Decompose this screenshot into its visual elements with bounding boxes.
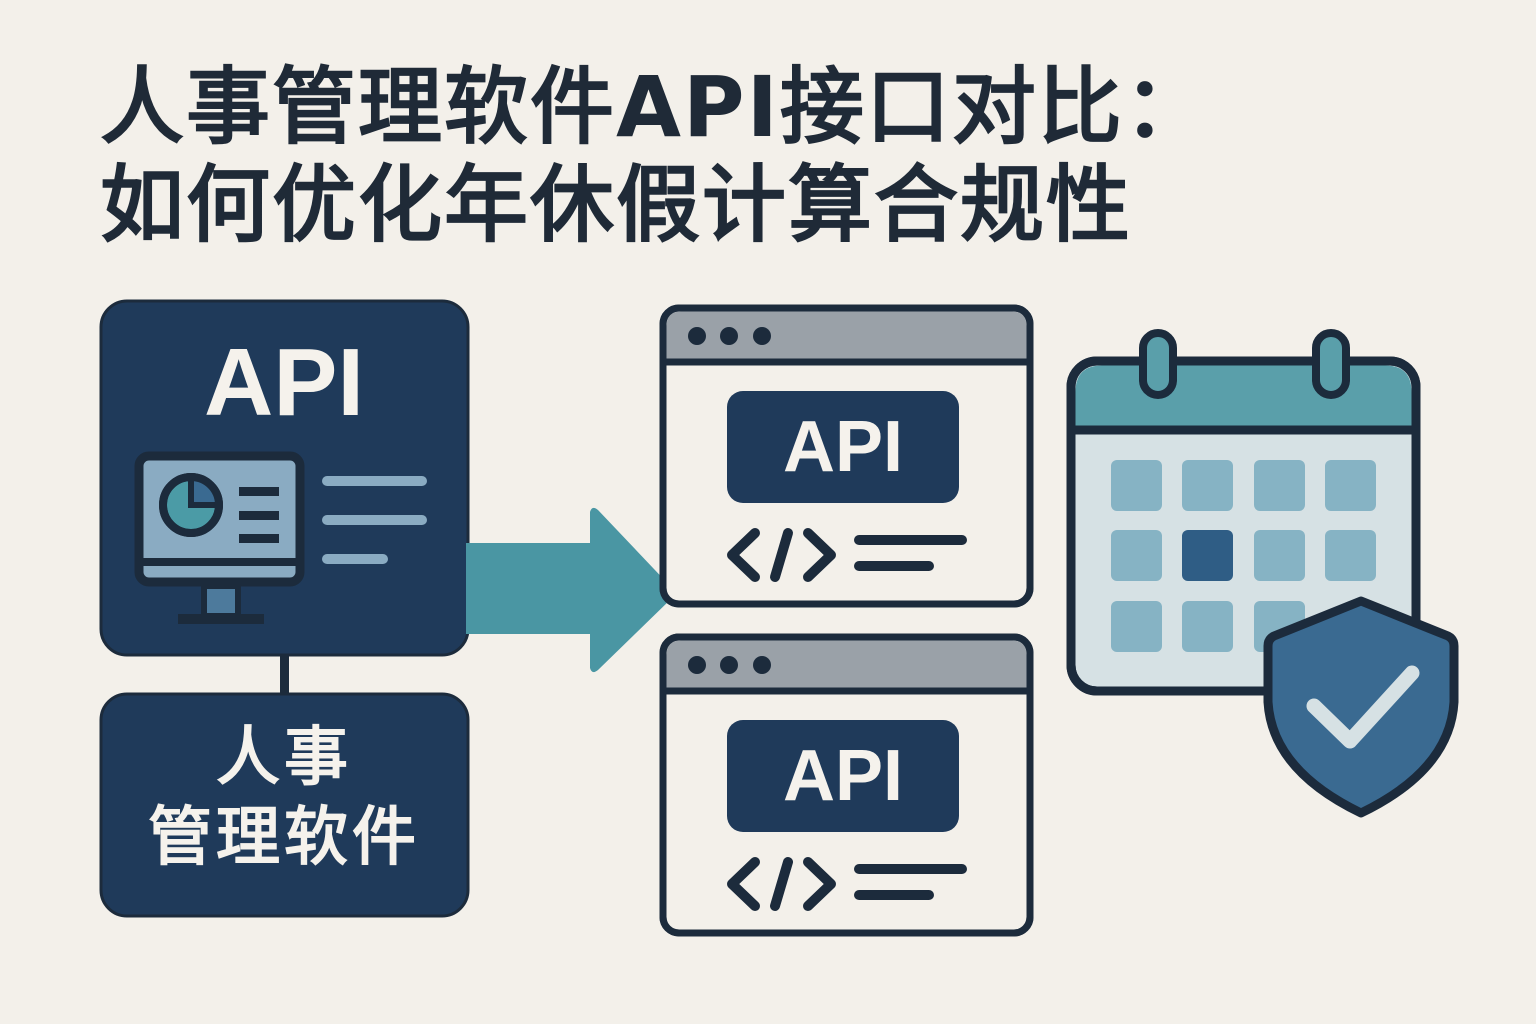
calendar-day-highlighted <box>1182 530 1233 581</box>
hr-api-block <box>99 299 470 657</box>
shield-check-icon <box>1263 596 1459 818</box>
arrow-icon <box>466 507 674 673</box>
calendar-day <box>1111 530 1162 581</box>
code-brackets-icon <box>727 857 967 911</box>
code-brackets-icon <box>727 528 967 582</box>
hr-api-label: API <box>203 329 365 436</box>
api-window-1 <box>659 304 1034 608</box>
calendar-day <box>1111 601 1162 652</box>
hr-software-label: 人事 管理软件 <box>100 718 468 878</box>
hr-software-label-line-1: 人事 <box>216 721 352 795</box>
title-line-1: 人事管理软件API接口对比： <box>100 58 1210 156</box>
calendar-day <box>1254 460 1305 511</box>
text-lines-icon <box>322 476 427 564</box>
hr-software-label-line-2: 管理软件 <box>148 801 420 875</box>
calendar-day <box>1325 530 1376 581</box>
page-title: 人事管理软件API接口对比： 如何优化年休假计算合规性 <box>100 58 1210 254</box>
hr-software-block <box>99 692 470 918</box>
monitor-dashboard-icon <box>134 451 305 624</box>
title-line-2: 如何优化年休假计算合规性 <box>100 156 1133 254</box>
calendar-day <box>1254 530 1305 581</box>
api-window-2 <box>659 633 1034 937</box>
calendar-day <box>1325 460 1376 511</box>
calendar-day <box>1182 460 1233 511</box>
api-window-2-label: API <box>782 736 904 816</box>
calendar-icon <box>1066 329 1421 696</box>
connector-line <box>280 655 289 697</box>
check-icon <box>1306 665 1420 749</box>
calendar-day <box>1182 601 1233 652</box>
calendar-day <box>1111 460 1162 511</box>
api-window-1-label: API <box>782 407 904 487</box>
